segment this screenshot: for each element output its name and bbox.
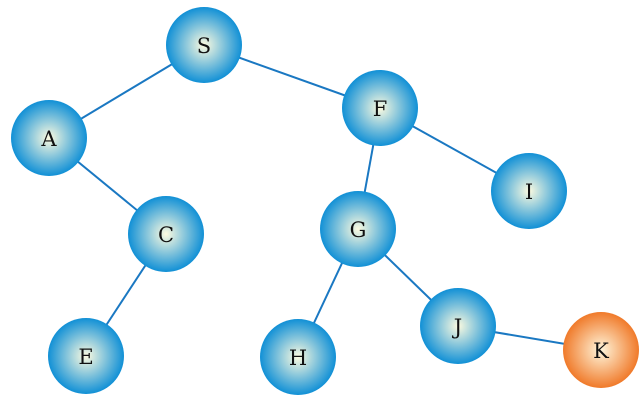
node-label: E (78, 345, 93, 369)
node-circle (166, 7, 242, 83)
node-k: K (563, 312, 639, 388)
node-label: A (40, 127, 57, 151)
node-label: J (452, 315, 462, 339)
node-h: H (260, 319, 336, 395)
node-i: I (491, 153, 567, 229)
node-label: G (350, 218, 367, 242)
node-label: H (289, 346, 307, 370)
node-label: F (373, 97, 388, 121)
node-label: S (197, 34, 211, 58)
node-a: A (11, 100, 87, 176)
node-label: I (525, 180, 533, 204)
node-circle (48, 318, 124, 394)
node-circle (420, 288, 496, 364)
node-circle (491, 153, 567, 229)
node-circle (11, 100, 87, 176)
node-c: C (128, 196, 204, 272)
node-f: F (342, 70, 418, 146)
node-circle (128, 196, 204, 272)
node-j: J (420, 288, 496, 364)
node-circle (260, 319, 336, 395)
node-label: K (593, 339, 609, 363)
node-label: C (158, 223, 174, 247)
node-e: E (48, 318, 124, 394)
node-circle (342, 70, 418, 146)
node-g: G (320, 191, 396, 267)
node-s: S (166, 7, 242, 83)
node-circle (563, 312, 639, 388)
node-circle (320, 191, 396, 267)
